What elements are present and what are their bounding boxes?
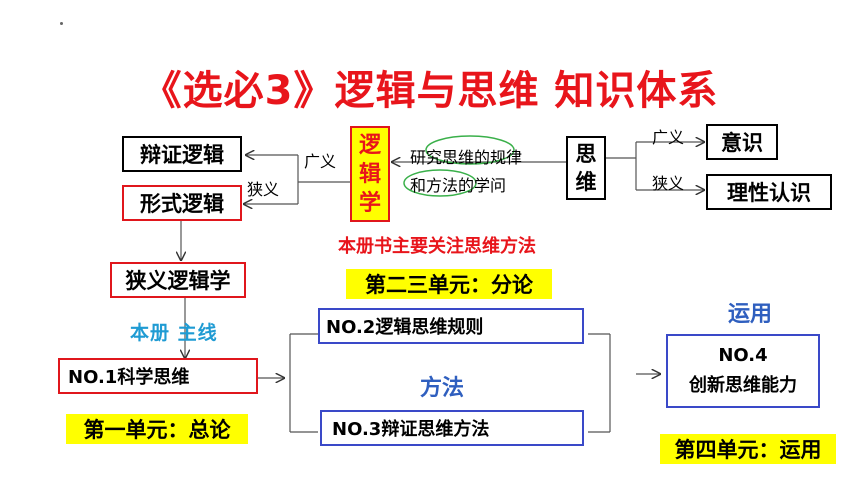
narrow-logic-label: 狭义逻辑学 [125,269,231,293]
no1-box: NO.1科学思维 [58,358,258,394]
thinking-char-1: 思 [575,142,597,166]
logic-definition-line1: 研究思维的规律 [410,148,523,167]
consciousness-box: 意识 [706,124,778,160]
no4-box: NO.4 创新思维能力 [666,334,820,408]
unit1-label: 第一单元：总论 [66,414,248,444]
no4-label-line1: NO.4 [718,345,768,366]
dialectical-logic-box: 辩证逻辑 [122,136,242,172]
logic-char-3: 学 [358,190,381,216]
unit4-label: 第四单元：运用 [660,434,836,464]
formal-logic-box: 形式逻辑 [122,185,242,221]
logic-char-1: 逻 [358,132,381,158]
logic-char-2: 辑 [358,161,381,187]
unit23-label: 第二三单元：分论 [346,269,552,299]
page-title: 《选必3》逻辑与思维 知识体系 [141,68,719,114]
consciousness-label: 意识 [721,131,763,155]
no4-label-line2: 创新思维能力 [689,375,797,396]
no2-box: NO.2逻辑思维规则 [318,308,584,344]
apply-label: 运用 [728,302,773,327]
formal-logic-label: 形式逻辑 [140,192,224,216]
narrow-logic-box: 狭义逻辑学 [110,262,246,298]
dialectical-logic-label: 辩证逻辑 [140,143,224,167]
thinking-box: 思 维 [566,136,606,200]
narrow-label-right: 狭义 [652,174,685,193]
method-label: 方法 [420,376,465,401]
thinking-char-2: 维 [575,170,597,194]
rational-cognition-label: 理性认识 [727,181,811,205]
focus-note: 本册书主要关注思维方法 [338,236,536,257]
logic-center-box: 逻 辑 学 [350,126,390,222]
main-line-label: 本册 主线 [130,322,218,344]
highlight-ellipse-thinking [425,135,515,165]
highlight-ellipse-method [403,169,477,197]
broad-label-right: 广义 [652,128,685,147]
no3-label: NO.3辩证思维方法 [332,419,490,440]
no3-box: NO.3辩证思维方法 [320,410,584,446]
no2-label: NO.2逻辑思维规则 [326,317,484,338]
no1-label: NO.1科学思维 [68,367,190,388]
narrow-label-left: 狭义 [247,180,280,199]
broad-label-left: 广义 [304,152,337,171]
logic-definition-line2: 和方法的学问 [410,176,507,195]
corner-dot [60,22,63,25]
rational-cognition-box: 理性认识 [706,174,832,210]
